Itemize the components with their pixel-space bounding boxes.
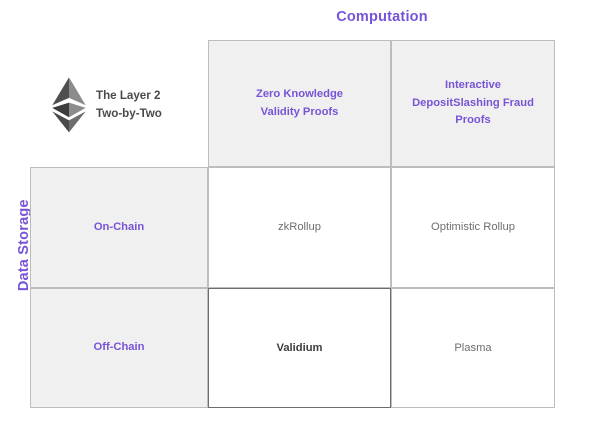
computation-axis-title: Computation xyxy=(336,9,428,25)
column-header-fraud-proofs[interactable]: Interactive DepositSlashing Fraud Proofs xyxy=(391,40,555,167)
column-header-fraud-proofs-text: Interactive DepositSlashing Fraud Proofs xyxy=(412,77,534,129)
matrix-cell-optimistic-rollup[interactable]: Optimistic Rollup xyxy=(391,167,555,288)
matrix-cell-zkrollup[interactable]: zkRollup xyxy=(208,167,391,288)
matrix-cell-validium-label: Validium xyxy=(276,341,323,354)
row-header-on-chain[interactable]: On-Chain xyxy=(30,167,208,288)
column-header-zk-line-1: Zero Knowledge xyxy=(255,88,344,101)
matrix-cell-validium[interactable]: Validium xyxy=(208,288,391,408)
row-header-off-chain-label: Off-Chain xyxy=(93,341,145,354)
matrix-cell-plasma[interactable]: Plasma xyxy=(391,288,555,408)
column-header-zero-knowledge[interactable]: Zero Knowledge Validity Proofs xyxy=(208,40,391,167)
column-header-zk-line-2: Validity Proofs xyxy=(260,105,339,118)
brand-line-1: The Layer 2 xyxy=(96,89,161,103)
matrix-cell-zkrollup-label: zkRollup xyxy=(278,221,321,234)
column-header-zero-knowledge-text: Zero Knowledge Validity Proofs xyxy=(256,86,343,121)
brand-line-2: Two-by-Two xyxy=(96,107,162,120)
matrix-cell-plasma-label: Plasma xyxy=(454,341,492,354)
brand-text-block: The Layer 2 Two-by-Two xyxy=(96,87,162,123)
column-header-fraud-line-1: Interactive xyxy=(445,79,501,92)
ethereum-logo-icon xyxy=(52,77,86,133)
row-header-on-chain-label: On-Chain xyxy=(93,220,145,233)
brand-block: The Layer 2 Two-by-Two xyxy=(52,76,207,134)
column-header-fraud-line-3: Proofs xyxy=(455,114,491,127)
row-header-off-chain[interactable]: Off-Chain xyxy=(30,288,208,408)
matrix-cell-optimistic-rollup-label: Optimistic Rollup xyxy=(431,221,515,234)
column-header-fraud-line-2: DepositSlashing Fraud xyxy=(412,96,534,109)
